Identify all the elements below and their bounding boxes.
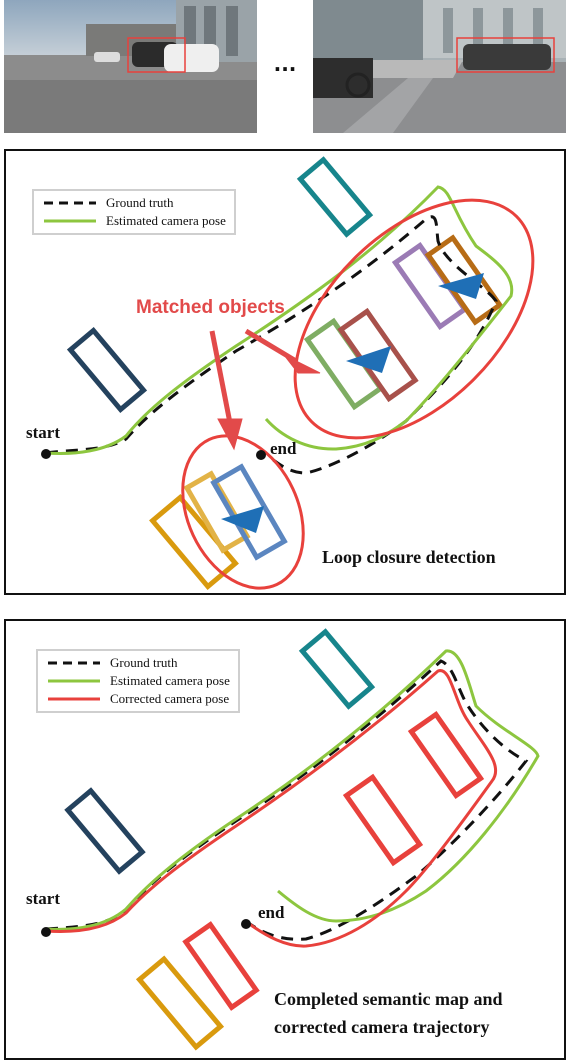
- semantic-map-panel: Ground truth Estimated camera pose Corre…: [4, 619, 566, 1060]
- teal-object: [298, 628, 376, 710]
- loop-closure-diagram: [41, 156, 535, 591]
- legend: Ground truth Estimated camera pose Corre…: [36, 649, 240, 713]
- end-label: end: [270, 439, 297, 458]
- legend-estimated: Estimated camera pose: [42, 212, 226, 230]
- orange-object: [135, 955, 225, 1051]
- start-label: start: [26, 889, 60, 908]
- navy-object: [64, 787, 146, 875]
- red-line-icon: [48, 697, 100, 701]
- estimated-path: [45, 649, 540, 931]
- match-ellipse-right: [293, 198, 535, 440]
- dashed-line-icon: [44, 201, 96, 205]
- caption-line-1: Completed semantic map and: [274, 989, 503, 1009]
- match-ellipse-left: [181, 434, 305, 590]
- green-line-icon: [44, 219, 96, 223]
- direction-arrows: [221, 273, 484, 533]
- legend-ground-truth-label: Ground truth: [110, 655, 178, 670]
- caption-line-2: corrected camera trajectory: [274, 1017, 490, 1037]
- ellipsis: ...: [273, 52, 297, 76]
- orange-object: [149, 493, 239, 591]
- semantic-map-diagram: [41, 628, 540, 1051]
- legend-ground-truth: Ground truth: [42, 194, 226, 212]
- end-dot: [256, 450, 266, 460]
- green-line-icon: [48, 679, 100, 683]
- teal-object: [296, 156, 374, 238]
- photo-left: [4, 0, 257, 133]
- legend-estimated-label: Estimated camera pose: [110, 673, 230, 688]
- legend-estimated: Estimated camera pose: [46, 672, 230, 690]
- legend-corrected-label: Corrected camera pose: [110, 691, 230, 706]
- semantic-map-caption: Completed semantic map and corrected cam…: [274, 985, 503, 1041]
- legend: Ground truth Estimated camera pose: [32, 189, 236, 235]
- red-object-2: [342, 773, 424, 867]
- red-object-3: [182, 921, 260, 1011]
- dashed-line-icon: [48, 661, 100, 665]
- red-object-1: [407, 710, 485, 800]
- legend-ground-truth-label: Ground truth: [106, 195, 174, 210]
- pointer-arrows: [209, 328, 321, 451]
- legend-corrected: Corrected camera pose: [46, 690, 230, 708]
- start-label: start: [26, 423, 60, 442]
- loop-closure-caption: Loop closure detection: [322, 547, 496, 567]
- photo-right: [313, 0, 566, 133]
- start-dot: [41, 927, 51, 937]
- navy-object: [66, 326, 148, 414]
- corrected-path: [45, 669, 498, 948]
- ground-truth-path: [45, 215, 498, 475]
- estimated-path: [45, 185, 514, 455]
- start-dot: [41, 449, 51, 459]
- matched-objects-label: Matched objects: [136, 297, 285, 318]
- legend-estimated-label: Estimated camera pose: [106, 213, 226, 228]
- loop-closure-panel: Ground truth Estimated camera pose Match…: [4, 149, 566, 595]
- end-label: end: [258, 903, 285, 922]
- end-dot: [241, 919, 251, 929]
- legend-ground-truth: Ground truth: [46, 654, 230, 672]
